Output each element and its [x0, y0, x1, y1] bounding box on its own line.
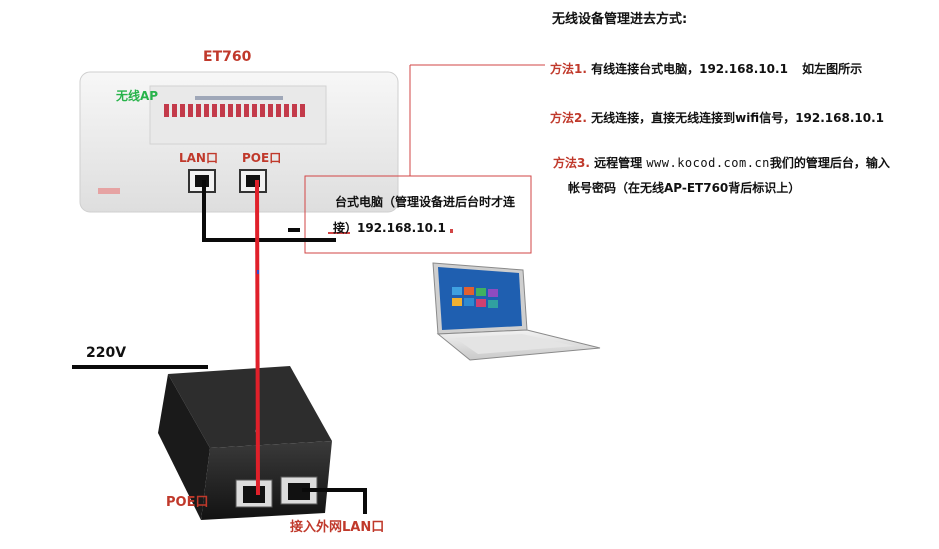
- method-3-url: www.kocod.com.cn: [646, 156, 770, 170]
- injector-wan-label: 接入外网LAN口: [290, 520, 385, 535]
- method-3: 方法3. 远程管理 www.kocod.com.cn我们的管理后台，输入: [553, 154, 890, 171]
- access-point-device: [79, 71, 399, 213]
- ap-lan-port-label: LAN口: [179, 151, 218, 165]
- desktop-note-line-2: 接）192.168.10.1: [333, 221, 446, 235]
- method-3-text-after: 我们的管理后台，输入: [769, 156, 890, 170]
- method-2-label: 方法2.: [550, 111, 587, 125]
- desktop-callout: [304, 64, 545, 254]
- desktop-note-line-1: 台式电脑（管理设备进后台时才连: [335, 195, 516, 209]
- injector-poe-label: POE口: [166, 495, 209, 510]
- cables: [72, 179, 367, 514]
- ap-model-label: ET760: [203, 49, 252, 65]
- method-1: 方法1. 有线连接台式电脑，192.168.10.1 如左图所示: [550, 60, 862, 77]
- method-3-line-2: 帐号密码（在无线AP-ET760背后标识上）: [568, 181, 801, 195]
- method-2-text: 无线连接，直接无线连接到wifi信号，192.168.10.1: [591, 111, 885, 125]
- ap-poe-port-label: POE口: [242, 151, 282, 165]
- power-voltage-label: 220V: [86, 345, 127, 361]
- ap-name-label: 无线AP: [116, 89, 159, 103]
- method-3-label: 方法3.: [553, 156, 590, 170]
- method-1-note: 如左图所示: [802, 62, 863, 76]
- instructions-title: 无线设备管理进去方式:: [552, 12, 688, 27]
- desktop-lan-cable: [202, 180, 336, 242]
- poe-injector-device: [158, 366, 332, 520]
- laptop-image: [432, 262, 601, 361]
- method-3-text-before: 远程管理: [594, 156, 643, 170]
- method-2: 方法2. 无线连接，直接无线连接到wifi信号，192.168.10.1: [550, 109, 884, 126]
- poe-cable: [255, 179, 260, 496]
- method-1-label: 方法1.: [550, 62, 587, 76]
- vent-grille: [164, 104, 305, 117]
- method-1-text: 有线连接台式电脑，192.168.10.1: [591, 62, 788, 76]
- wan-cable: [302, 488, 367, 514]
